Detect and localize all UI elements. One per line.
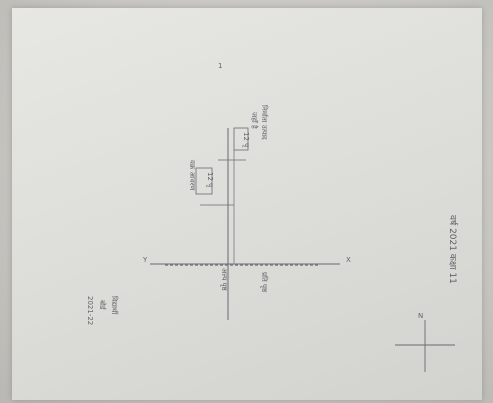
top-box: [233, 127, 249, 151]
top-block-box-text: 12 पृ: [242, 132, 250, 148]
side-box: [195, 167, 213, 195]
side-box-text: 12 पृ: [206, 172, 214, 188]
compass-label: N: [418, 312, 423, 320]
margin-title: वर्ष 2021 कक्षा 11: [447, 215, 459, 284]
page-mark: 1: [218, 62, 222, 70]
lower-label-2: प्रति पृष्ठ: [260, 272, 269, 293]
vertical-axis-label: वक्र आवरण: [188, 160, 196, 191]
top-block-line2: जहाँ है: [250, 112, 259, 129]
axis-mark-left: Y: [142, 256, 148, 264]
left-note-line2: बोर्ड: [98, 300, 107, 311]
left-note-line1: विद्यार्थी: [110, 296, 119, 315]
paper-sheet: [12, 8, 482, 400]
lower-label-1: अल्प पृष्ठ: [220, 268, 228, 292]
top-block-line1: निर्माता उत्पाद: [260, 105, 269, 140]
left-note-line3: 2021-22: [86, 296, 94, 325]
axis-mark-right: X: [346, 256, 351, 264]
